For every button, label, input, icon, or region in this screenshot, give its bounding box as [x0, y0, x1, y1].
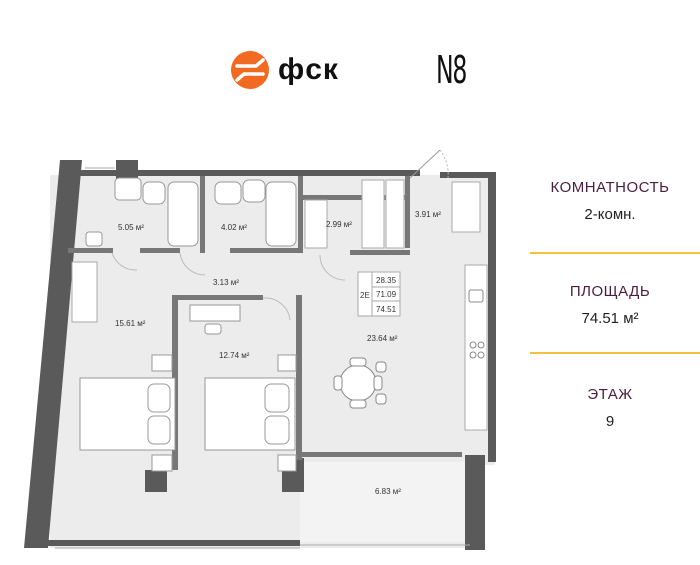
- project-mark: N8: [436, 48, 467, 92]
- summary-total-with-balcony: 74.51: [376, 305, 397, 314]
- fsk-logo-text: фск: [278, 53, 339, 86]
- room-label-bedroom1: 15.61 м²: [115, 319, 146, 328]
- area-info: ПЛОЩАДЬ 74.51 м²: [520, 282, 700, 330]
- room-label-bath1: 5.05 м²: [118, 223, 144, 232]
- summary-living-area: 28.35: [376, 276, 397, 285]
- rooms-label: КОМНАТНОСТЬ: [550, 179, 670, 196]
- rooms-value: 2-комн.: [584, 206, 636, 223]
- room-label-hall: 3.13 м²: [213, 278, 239, 287]
- floor-value: 9: [605, 413, 615, 430]
- room-label-balcony: 6.83 м²: [375, 487, 401, 496]
- floor-label: ЭТАЖ: [587, 386, 633, 403]
- info-divider: [530, 252, 700, 254]
- info-panel: КОМНАТНОСТЬ 2-комн. ПЛОЩАДЬ 74.51 м² ЭТА…: [520, 160, 700, 460]
- fsk-emblem-icon: [231, 51, 269, 89]
- summary-code: 2E: [360, 291, 370, 300]
- info-divider: [530, 352, 700, 354]
- room-label-entry: 3.91 м²: [415, 210, 441, 219]
- summary-table: [357, 271, 401, 317]
- floor-plan: 2E 28.35 71.09 74.51 5.05 м² 4.02 м² 2.9…: [0, 149, 520, 560]
- room-label-kitchen-living: 23.64 м²: [367, 334, 398, 343]
- header: фск N8: [0, 0, 700, 110]
- room-label-bedroom2: 12.74 м²: [219, 351, 250, 360]
- summary-total-area: 71.09: [376, 290, 397, 299]
- rooms-info: КОМНАТНОСТЬ 2-комн.: [520, 178, 700, 226]
- area-value: 74.51 м²: [581, 310, 639, 327]
- floor-info: ЭТАЖ 9: [520, 385, 700, 433]
- area-label: ПЛОЩАДЬ: [569, 283, 651, 300]
- room-label-bath2: 4.02 м²: [221, 223, 247, 232]
- fsk-logo: фск: [230, 48, 339, 92]
- room-label-closet: 2.99 м²: [326, 220, 352, 229]
